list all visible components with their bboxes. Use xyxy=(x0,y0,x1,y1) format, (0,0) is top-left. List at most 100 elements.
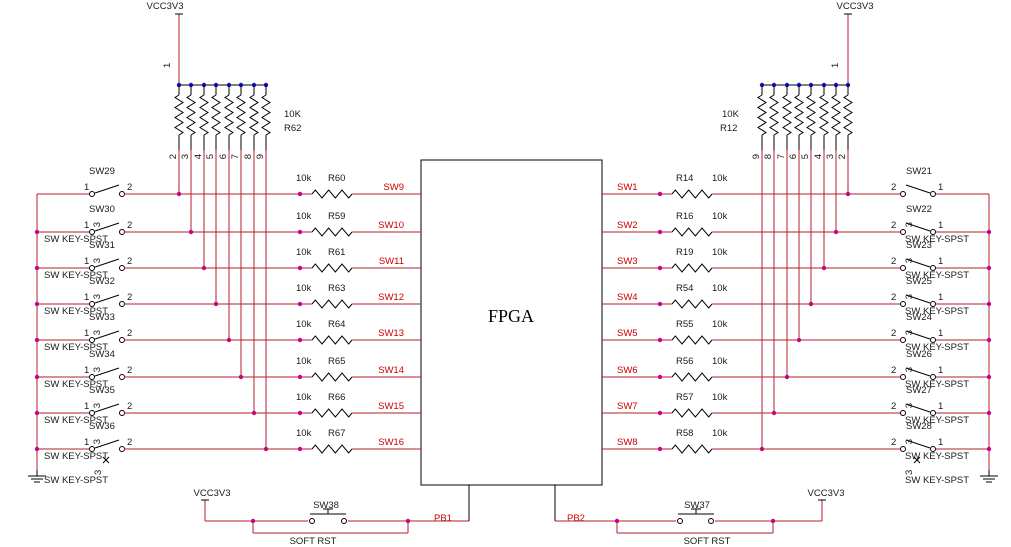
left-switch-desc: SW KEY-SPST xyxy=(44,270,108,281)
right-network-pin: 5 xyxy=(800,154,811,159)
right-resistor-ref: R55 xyxy=(676,319,693,330)
left-resistor-ref: R60 xyxy=(328,173,345,184)
left-switch-contact xyxy=(119,191,125,197)
left-switch-pin1: 1 xyxy=(84,220,89,231)
left-switch-lever xyxy=(94,367,120,377)
right-switch-lever xyxy=(905,294,931,304)
left-switch-pin1: 1 xyxy=(84,401,89,412)
left-switch-contact xyxy=(119,446,125,452)
left-network-pin: 3 xyxy=(180,154,191,159)
right-series-resistor xyxy=(671,189,713,199)
right-switch-pin3: 3 xyxy=(904,222,915,227)
left-switch-contact xyxy=(89,446,95,452)
right-ground-junction xyxy=(986,374,992,380)
right-network-resistor xyxy=(806,94,816,136)
right-resistor-value: 10k xyxy=(712,392,728,403)
right-net-label: SW7 xyxy=(617,401,638,412)
right-resistor-value: 10k xyxy=(712,283,728,294)
left-switch-pin2: 2 xyxy=(127,401,132,412)
left-switch-desc: SW KEY-SPST xyxy=(44,306,108,317)
right-resistor-value: 10k xyxy=(712,428,728,439)
left-series-junction xyxy=(297,265,303,271)
left-switch-pin1: 1 xyxy=(84,292,89,303)
left-resistor-value: 10k xyxy=(296,356,312,367)
right-switch-contact xyxy=(930,374,936,380)
right-switch-pin2: 2 xyxy=(891,292,896,303)
right-resistor-value: 10k xyxy=(712,356,728,367)
right-switch-lever xyxy=(905,330,931,340)
vcc-bottom-right-label: VCC3V3 xyxy=(808,488,845,499)
left-resistor-value: 10k xyxy=(296,173,312,184)
right-switch-contact xyxy=(930,229,936,235)
right-ground-junction xyxy=(986,410,992,416)
right-switch-desc: SW KEY-SPST xyxy=(905,270,969,281)
pb-left-net: PB1 xyxy=(434,513,452,524)
left-switch-contact xyxy=(119,301,125,307)
left-switch-pin3: 3 xyxy=(92,222,103,227)
right-switch-desc: SW KEY-SPST xyxy=(905,306,969,317)
right-bottom-pin3: 3 xyxy=(904,470,915,475)
left-switch-pin3: 3 xyxy=(92,403,103,408)
left-ground-junction xyxy=(34,337,40,343)
left-bottom-pin3: 3 xyxy=(93,470,104,475)
left-switch-ref: SW29 xyxy=(89,166,115,177)
right-switch-ref: SW21 xyxy=(906,166,932,177)
right-series-junction xyxy=(657,374,663,380)
right-switch-desc: SW KEY-SPST xyxy=(905,379,969,390)
right-resistor-value: 10k xyxy=(712,247,728,258)
left-resistor-ref: R67 xyxy=(328,428,345,439)
right-switch-contact xyxy=(900,229,906,235)
right-switch-lever xyxy=(905,439,931,449)
vcc-bottom-left-label: VCC3V3 xyxy=(194,488,231,499)
right-resistor-ref: R57 xyxy=(676,392,693,403)
left-resistor-value: 10k xyxy=(296,247,312,258)
right-resistor-ref: R19 xyxy=(676,247,693,258)
left-switch-pin1: 1 xyxy=(84,365,89,376)
right-switch-lever xyxy=(905,222,931,232)
left-resistor-ref: R65 xyxy=(328,356,345,367)
right-switch-pin3: 3 xyxy=(904,294,915,299)
right-network-pin1: 1 xyxy=(830,63,841,68)
left-switch-contact xyxy=(89,374,95,380)
right-switch-contact xyxy=(930,446,936,452)
left-switch-ref: SW36 xyxy=(89,421,115,432)
left-switch-pin1: 1 xyxy=(84,437,89,448)
right-switch-pin1: 1 xyxy=(938,328,943,339)
left-series-resistor xyxy=(311,444,353,454)
right-ground-junction xyxy=(986,337,992,343)
right-switch-pin1: 1 xyxy=(938,182,943,193)
left-ground-junction xyxy=(34,446,40,452)
left-switch-contact xyxy=(119,374,125,380)
left-switch-pin3: 3 xyxy=(92,294,103,299)
right-net-label: SW8 xyxy=(617,437,638,448)
left-network-pin: 2 xyxy=(168,154,179,159)
left-resistor-ref: R63 xyxy=(328,283,345,294)
right-switch-contact xyxy=(900,410,906,416)
right-switch-contact xyxy=(930,301,936,307)
left-net-label: SW14 xyxy=(378,365,404,376)
right-switch-pin2: 2 xyxy=(891,256,896,267)
left-switch-lever xyxy=(94,439,120,449)
left-switch-contact xyxy=(89,337,95,343)
left-ground-junction xyxy=(34,374,40,380)
right-network-pin: 3 xyxy=(825,154,836,159)
right-series-resistor xyxy=(671,444,713,454)
left-network-ref: R62 xyxy=(284,123,301,134)
right-ground-junction xyxy=(986,446,992,452)
left-switch-pin2: 2 xyxy=(127,292,132,303)
right-switch-lever xyxy=(905,367,931,377)
right-resistor-ref: R16 xyxy=(676,211,693,222)
left-switch-contact xyxy=(119,265,125,271)
right-switch-contact xyxy=(900,265,906,271)
right-switch-ref: SW25 xyxy=(906,276,932,287)
right-switch-desc: SW KEY-SPST xyxy=(905,342,969,353)
right-network-resistor xyxy=(794,94,804,136)
left-series-resistor xyxy=(311,299,353,309)
right-network-pin: 8 xyxy=(763,154,774,159)
left-switch-pin2: 2 xyxy=(127,365,132,376)
left-series-junction xyxy=(297,337,303,343)
left-series-junction xyxy=(297,374,303,380)
pb-left-contact xyxy=(309,518,315,524)
left-series-resistor xyxy=(311,335,353,345)
left-switch-pin2: 2 xyxy=(127,220,132,231)
